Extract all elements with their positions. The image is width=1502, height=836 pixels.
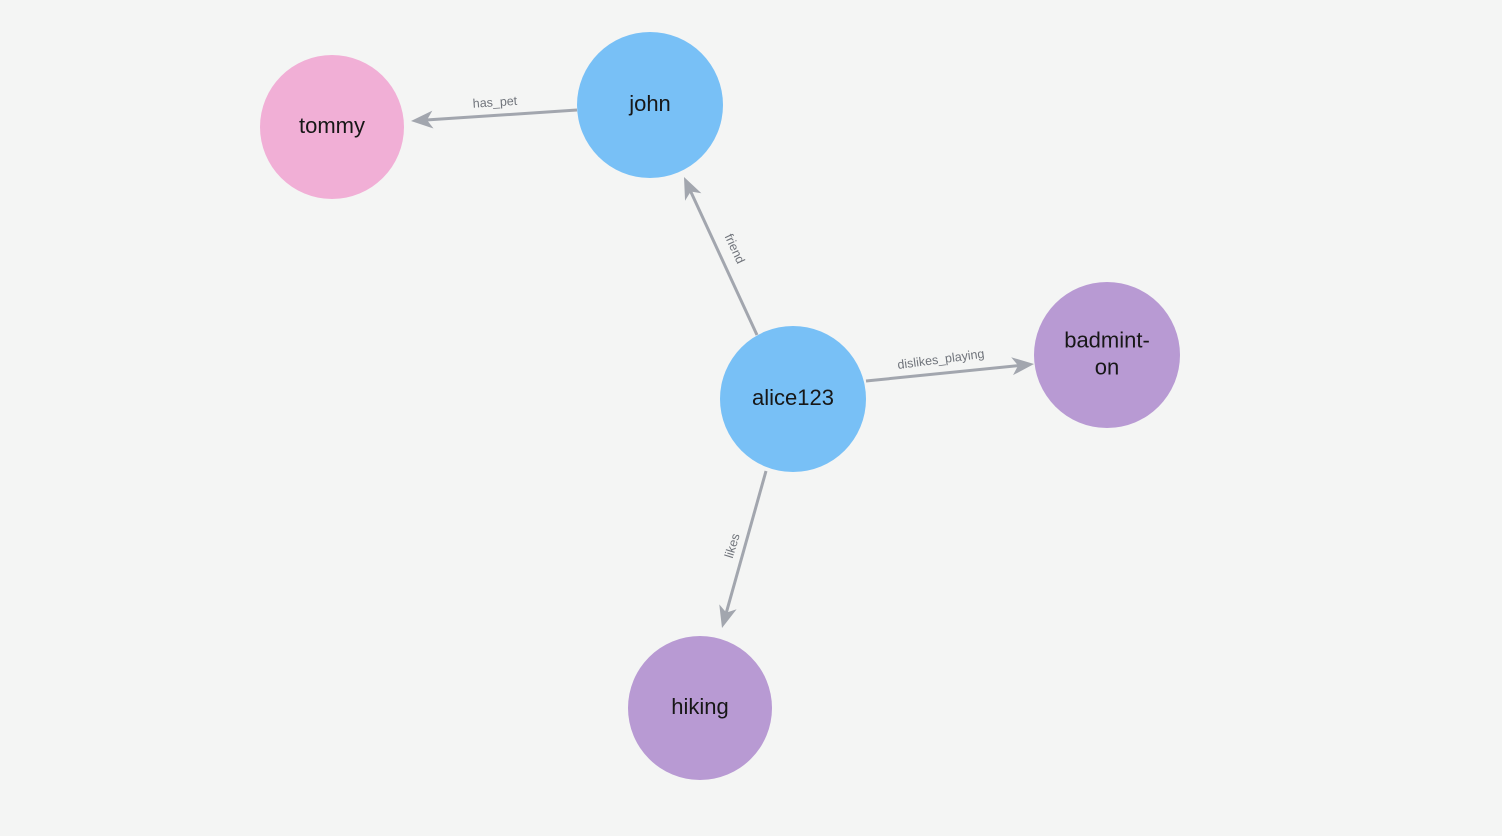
- edge-label: friend: [722, 232, 748, 266]
- edge-arrowhead-icon: [1011, 357, 1034, 376]
- graph-edge[interactable]: likes: [719, 470, 768, 628]
- graph-edge[interactable]: dislikes_playing: [865, 345, 1034, 383]
- edge-label: has_pet: [472, 94, 518, 111]
- node-circle[interactable]: [720, 326, 866, 472]
- nodes-layer: tommy john alice123 badmint-on hiking: [260, 32, 1180, 780]
- node-circle[interactable]: [577, 32, 723, 178]
- edge-arrowhead-icon: [719, 604, 737, 628]
- edge-line: [688, 189, 759, 336]
- node-circle[interactable]: [1034, 282, 1180, 428]
- graph-node-tommy[interactable]: tommy: [260, 55, 404, 199]
- graph-node-alice123[interactable]: alice123: [720, 326, 866, 472]
- node-circle[interactable]: [628, 636, 772, 780]
- graph-node-hiking[interactable]: hiking: [628, 636, 772, 780]
- edge-arrowhead-icon: [684, 177, 702, 201]
- edge-line: [724, 470, 768, 614]
- edge-line: [425, 108, 578, 122]
- graph-node-badminton[interactable]: badmint-on: [1034, 282, 1180, 428]
- node-circle[interactable]: [260, 55, 404, 199]
- edge-arrowhead-icon: [411, 110, 434, 129]
- edge-label: likes: [722, 532, 743, 560]
- graph-edge[interactable]: friend: [684, 177, 759, 336]
- graph-edge[interactable]: has_pet: [411, 92, 578, 129]
- edge-label: dislikes_playing: [897, 347, 986, 372]
- graph-node-john[interactable]: john: [577, 32, 723, 178]
- edge-line: [865, 364, 1020, 383]
